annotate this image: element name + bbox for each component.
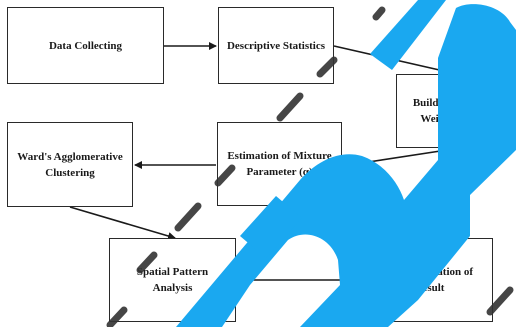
node-descriptive-statistics: Descriptive Statistics (218, 7, 334, 84)
node-implementation-of-result-label: Implementation of Result (385, 266, 474, 294)
node-building-spatial-weight-matrix: Building a Spatial Weight Matrix (396, 74, 514, 148)
node-spatial-pattern-analysis-label: Spatial Pattern Analysis (136, 266, 209, 294)
arrow-descriptive-to-weight-matrix (333, 45, 458, 77)
arrow-wards-to-spatial-pattern (69, 206, 176, 240)
node-data-collecting: Data Collecting (7, 7, 164, 84)
arrow-weight-matrix-to-estimation (341, 147, 461, 169)
node-estimation-mixture-parameter: Estimation of Mixture Parameter (α) (217, 122, 342, 206)
node-building-spatial-weight-matrix-label: Building a Spatial Weight Matrix (412, 97, 498, 125)
node-wards-clustering: Ward's Agglomerative Clustering (7, 122, 133, 207)
node-spatial-pattern-analysis: Spatial Pattern Analysis (109, 238, 236, 322)
node-descriptive-statistics-label: Descriptive Statistics (226, 39, 326, 52)
node-estimation-mixture-parameter-label: Estimation of Mixture Parameter (α) (227, 150, 332, 178)
node-wards-clustering-label: Ward's Agglomerative Clustering (17, 150, 123, 179)
node-data-collecting-label: Data Collecting (48, 39, 122, 52)
node-implementation-of-result: Implementation of Result (366, 238, 493, 322)
